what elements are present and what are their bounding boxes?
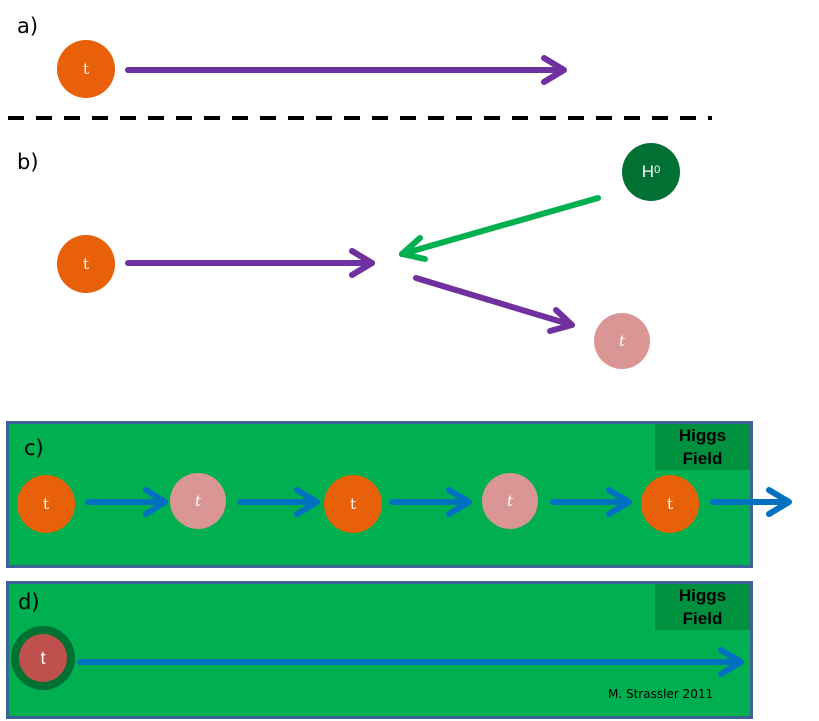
higgs-superscript: 0 <box>654 164 661 176</box>
higgs-symbol: H <box>641 162 655 181</box>
higgs-field-tag-d: Higgs Field <box>655 584 750 630</box>
arrow-d-head <box>718 647 744 677</box>
left-handed-top-quark: t <box>57 40 115 98</box>
particle-symbol: t <box>82 255 90 273</box>
higgs-tag-line1: Higgs <box>678 426 727 445</box>
higgs-field-panel-d <box>6 581 753 719</box>
particle-symbol: t <box>666 495 674 513</box>
massive-top-quark: t <box>19 634 67 682</box>
sequence-particle-5: t <box>641 475 699 533</box>
particle-symbol: t <box>40 647 46 668</box>
panel-d-label: d) <box>18 590 40 614</box>
arrow-c-3-head <box>446 487 472 517</box>
arrow-b-outgoing-shaft <box>413 275 575 328</box>
higgs-tag-line2: Field <box>682 609 723 628</box>
arrow-b-incoming-head <box>349 248 375 278</box>
particle-symbol: t <box>194 492 202 510</box>
higgs-tag-line2: Field <box>682 449 723 468</box>
author-credit: M. Strassler 2011 <box>608 687 714 701</box>
panel-c-label: c) <box>24 436 44 460</box>
higgs-tag-line1: Higgs <box>678 586 727 605</box>
higgs-field-halo: t <box>11 626 75 690</box>
arrow-c-2-head <box>294 487 320 517</box>
incoming-top-quark: t <box>57 235 115 293</box>
arrow-b-higgs-head <box>399 235 428 262</box>
higgs-field-tag-c: Higgs Field <box>655 424 750 470</box>
particle-symbol: t <box>618 332 626 350</box>
sequence-particle-4: t <box>482 473 538 529</box>
arrow-c-5-head <box>766 487 792 517</box>
panel-b-label: b) <box>17 150 39 174</box>
particle-symbol: t <box>506 492 514 510</box>
arrow-c-1-head <box>143 487 168 517</box>
particle-symbol: t <box>349 495 357 513</box>
arrow-b-higgs-shaft <box>399 195 601 257</box>
arrow-a-head <box>541 55 567 85</box>
arrow-c-4-head <box>606 487 632 517</box>
particle-symbol: t <box>42 495 50 513</box>
sequence-particle-2: t <box>170 473 226 529</box>
particle-symbol: t <box>82 60 90 78</box>
sequence-particle-1: t <box>17 475 75 533</box>
panel-a-label: a) <box>17 14 39 38</box>
outgoing-right-handed-top-quark: t <box>594 313 650 369</box>
arrow-b-outgoing-head <box>547 307 575 334</box>
sequence-particle-3: t <box>324 475 382 533</box>
